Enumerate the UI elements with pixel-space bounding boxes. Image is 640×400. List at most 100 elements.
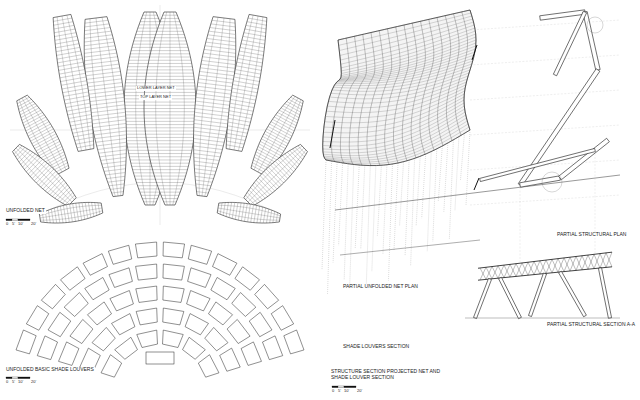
scale-number: 0 [5,380,9,385]
louver-panel [48,312,71,336]
projection-line [470,90,620,100]
truss-web [558,258,564,272]
net-grid [331,73,469,95]
truss-web [516,263,522,276]
plan-node [587,17,603,33]
truss-web [510,264,516,277]
net-grid [340,19,473,55]
panel-seam [40,211,102,220]
net-grid [341,43,476,78]
louver-panel [249,312,272,336]
panel-seam [218,208,280,218]
truss-web [582,255,588,270]
panel-seam [57,17,82,151]
scale-bar [338,386,344,388]
truss-web [594,254,600,268]
louver-hanger [328,161,332,294]
truss-web [528,262,534,274]
louver-panel [187,291,211,311]
louver-hanger [433,149,437,241]
projection-line [595,150,596,255]
louver-panel [64,293,88,317]
louver-hanger [427,152,431,252]
louver-hanger [455,137,459,211]
louver-panel [213,254,237,276]
scale-number: 5' [337,389,342,394]
truss-web [564,258,570,271]
truss-web [540,260,546,274]
net-panel [244,144,308,206]
truss-web [606,253,612,267]
louver-panel [109,268,132,288]
net-grid [334,64,471,86]
louver-panel [101,355,122,377]
scale-bar [6,219,12,221]
louver-panel [284,330,304,354]
panel-seam [218,205,280,216]
section-bracket [474,178,479,190]
louver-panel [271,306,293,331]
truss-web [534,262,540,274]
louver-panel [188,268,211,288]
truss-web [498,266,504,278]
scale-bar [332,386,338,388]
net-grid [324,94,464,128]
louver-hanger [438,146,442,201]
truss-web [528,262,534,276]
scale-number: 10' [343,389,350,394]
louver-panel [163,264,184,280]
net-grid [339,13,471,45]
panel-seam [156,12,168,205]
net-grid [367,31,383,166]
scale-number: 5' [11,380,16,385]
scale-number: 10' [17,222,24,227]
louver-panel [163,286,184,302]
drawing-title: UNFOLDED BASIC SHADE LOUVERS [5,367,95,373]
truss-web [588,255,594,269]
net-surface [323,10,476,166]
net-grid [341,34,475,74]
scale-bar [344,386,356,388]
scale-number: 5' [11,222,16,227]
louver-panel [37,336,57,360]
louver-panel [115,337,138,359]
truss-web [588,254,594,269]
louver-panel [135,242,157,258]
louver-panel [198,355,219,377]
louver-hanger [333,162,337,263]
louver-panel [163,242,185,258]
louver-panel [136,286,157,302]
scale-bar [18,219,30,221]
net-grid [341,40,476,77]
louver-panel [108,245,131,264]
louver-panel [137,330,158,347]
louver-panel [59,342,79,366]
drawing-title: SHADE LOUVERS SECTION [342,344,410,350]
truss-web [576,256,582,269]
louver-panel [85,277,109,299]
truss-web [522,263,528,275]
net-grid [340,46,476,79]
louver-panel [41,284,65,308]
net-grid [328,79,467,103]
panel-seam [238,17,263,151]
louver-hanger [350,164,354,286]
louver-panel [163,330,184,347]
truss-web [516,264,522,276]
scale-bar [6,377,12,379]
scale-number: 20' [30,222,37,227]
structural-member [474,278,492,318]
net-panel [226,14,267,151]
panel-seam [67,15,90,149]
projection-line [470,125,620,135]
section-line [335,175,620,210]
net-grid [455,12,467,136]
net-grid [341,31,475,71]
structural-member [520,176,561,187]
scale-bar [12,219,18,221]
louver-panel [262,336,282,360]
ground-line [465,318,620,319]
louver-panel [60,267,85,290]
net-grid [385,27,400,165]
